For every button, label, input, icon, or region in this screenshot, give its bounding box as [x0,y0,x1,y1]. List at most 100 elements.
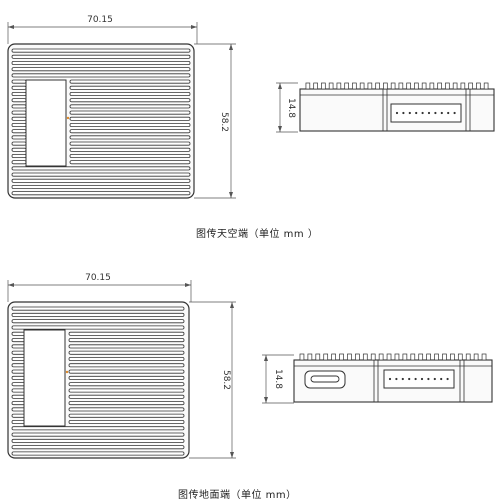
pin [433,377,436,381]
top-width-dimension [7,22,198,44]
tooth [359,82,365,90]
fin [69,147,191,152]
fin [11,166,191,171]
fin [11,123,27,128]
pin [415,111,418,115]
tooth [437,82,442,90]
top-depth-label: 14.8 [286,98,296,118]
bottom-caption: 图传地面端（单位 mm） [178,490,297,501]
tooth [355,353,360,361]
tooth [465,353,471,361]
fin [11,92,27,97]
tooth [414,82,419,90]
pin [408,111,411,115]
tooth [410,353,416,361]
fin [11,432,185,437]
tooth [457,353,463,361]
tooth [442,353,447,361]
fin [11,48,191,53]
bottom-fins [11,306,185,456]
fin [68,401,185,406]
tooth [336,82,342,90]
tooth [394,353,400,361]
fin [11,191,191,196]
tooth [476,82,481,90]
fin [11,312,185,317]
fin [11,98,27,103]
fin [68,382,185,387]
fin [68,363,185,368]
pin [388,377,392,381]
pin [427,377,430,381]
top-fins [11,48,191,196]
fin [11,172,191,177]
tooth [483,82,489,90]
fin [11,438,185,443]
tooth [315,353,321,361]
pin [420,377,424,381]
pin [395,377,398,381]
tooth [418,353,424,361]
fin [11,306,185,311]
pin [421,111,424,115]
bottom-unit: 70.15 58.2 14.8 [7,273,493,459]
fin [11,147,27,152]
tooth [473,353,479,361]
fin [11,141,27,146]
tooth [370,353,376,361]
fin [11,129,27,134]
fin [11,54,191,59]
fin [69,160,191,165]
tooth [307,353,313,361]
fin [69,129,191,134]
tooth [390,82,396,90]
top-side-view: 14.8 [276,82,495,133]
fin [11,153,27,158]
tooth [328,82,334,90]
tooth [367,82,373,90]
bottom-connector-pins [388,377,449,381]
pin [414,377,417,381]
top-unit: 70.15 58.2 14.8 [7,15,495,199]
pin [440,377,443,381]
fin [68,413,185,418]
bottom-height-label: 58.2 [221,370,231,390]
tooth [313,82,318,90]
fin [11,426,185,431]
fin [11,79,27,84]
top-connector-pins [395,111,456,115]
tooth [452,82,458,90]
pin [446,377,449,381]
fin [11,160,27,165]
tooth [481,353,487,361]
top-caption: 图传天空端（单位 mm ） [196,229,319,240]
tooth [362,353,368,361]
tooth [375,82,380,90]
tooth [331,353,336,361]
pin [395,111,399,115]
pin [447,111,450,115]
tooth [402,353,408,361]
tooth [406,82,411,90]
bottom-width-dimension [7,280,192,302]
pin [440,111,443,115]
tooth [398,82,404,90]
tooth [323,353,329,361]
tooth [378,353,384,361]
fin [11,110,27,115]
bottom-height-dimension [189,301,236,459]
tooth [383,82,388,90]
fin [68,407,185,412]
fin [11,178,191,183]
fin [69,116,191,121]
tooth [429,82,435,90]
fin [69,79,191,84]
fin [69,153,191,158]
pin [402,111,405,115]
fin [68,388,185,393]
fin [68,356,185,361]
fin [68,338,185,343]
top-height-label: 58.2 [219,112,229,132]
bottom-depth-label: 14.8 [273,369,283,389]
